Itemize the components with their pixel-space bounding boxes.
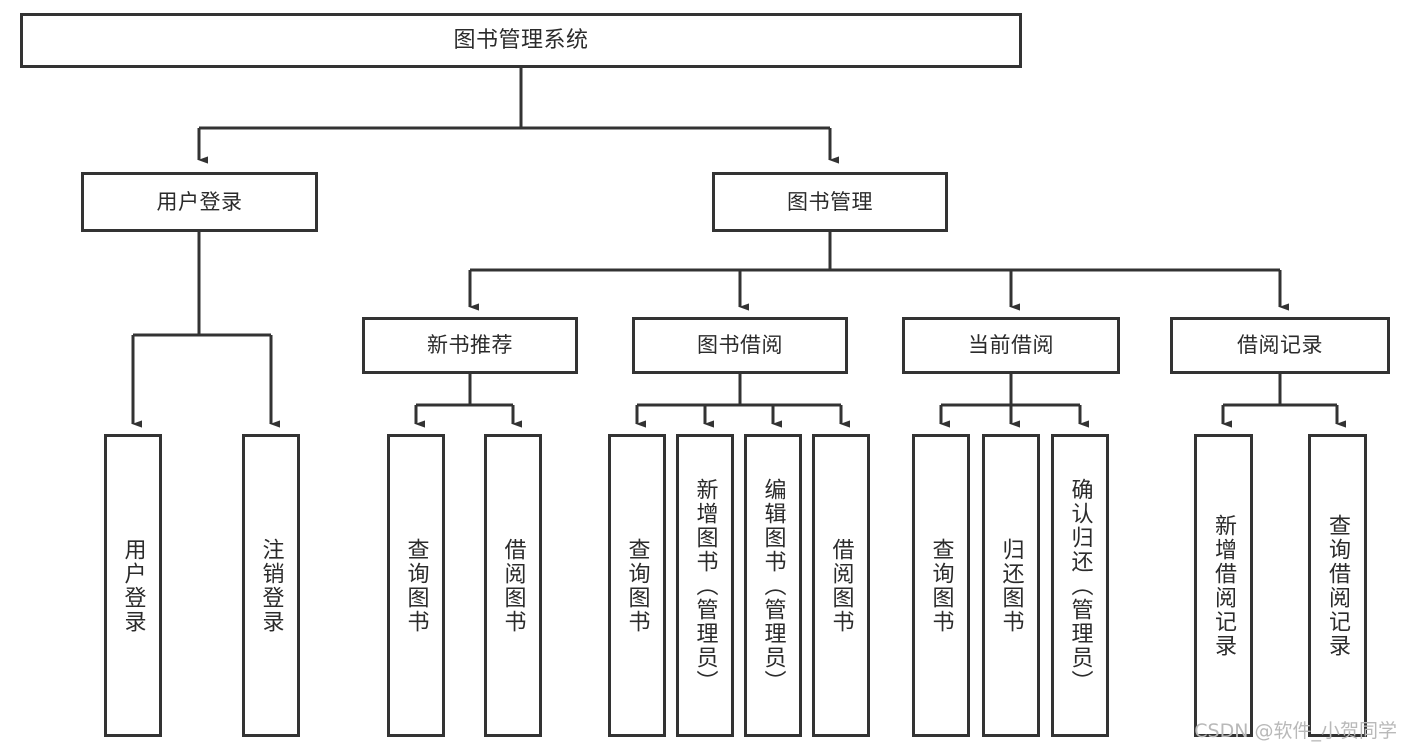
node-root-system[interactable]: 图书管理系统 xyxy=(20,13,1022,68)
node-label: 图书借阅 xyxy=(697,333,783,358)
node-label: 归还图书 xyxy=(998,537,1024,634)
leaf-record-query-record[interactable]: 查询借阅记录 xyxy=(1308,434,1367,737)
leaf-new-book-borrow[interactable]: 借阅图书 xyxy=(484,434,542,737)
node-label: 新增图书（管理员） xyxy=(692,477,718,694)
node-borrow-record[interactable]: 借阅记录 xyxy=(1170,317,1390,374)
node-label: 图书管理 xyxy=(787,189,873,214)
node-label: 用户登录 xyxy=(156,189,243,214)
node-label: 新增借阅记录 xyxy=(1211,513,1237,658)
node-label: 当前借阅 xyxy=(968,333,1054,358)
node-label: 编辑图书（管理员） xyxy=(760,477,786,694)
node-label: 注销登录 xyxy=(258,537,284,634)
leaf-borrow-borrow-book[interactable]: 借阅图书 xyxy=(812,434,870,737)
leaf-current-confirm-return-admin[interactable]: 确认归还（管理员） xyxy=(1051,434,1109,737)
csdn-watermark: CSDN @软件_小贺同学 xyxy=(1194,720,1397,742)
node-label: 查询借阅记录 xyxy=(1325,513,1351,658)
node-label: 确认归还（管理员） xyxy=(1067,477,1093,694)
node-new-book-recommend[interactable]: 新书推荐 xyxy=(362,317,578,374)
node-current-borrow[interactable]: 当前借阅 xyxy=(902,317,1120,374)
node-user-login[interactable]: 用户登录 xyxy=(81,172,318,232)
node-label: 借阅图书 xyxy=(828,537,854,634)
leaf-user-login-login[interactable]: 用户登录 xyxy=(104,434,162,737)
node-label: 查询图书 xyxy=(403,537,429,634)
leaf-record-add-record[interactable]: 新增借阅记录 xyxy=(1194,434,1253,737)
leaf-new-book-query[interactable]: 查询图书 xyxy=(387,434,445,737)
node-label: 借阅记录 xyxy=(1237,333,1323,358)
node-book-borrow[interactable]: 图书借阅 xyxy=(632,317,848,374)
node-label: 图书管理系统 xyxy=(453,27,589,53)
node-label: 用户登录 xyxy=(120,537,146,634)
node-label: 查询图书 xyxy=(928,537,954,634)
node-label: 借阅图书 xyxy=(500,537,526,634)
leaf-current-query-book[interactable]: 查询图书 xyxy=(912,434,970,737)
leaf-borrow-edit-book-admin[interactable]: 编辑图书（管理员） xyxy=(744,434,802,737)
node-label: 新书推荐 xyxy=(427,333,513,358)
node-book-management[interactable]: 图书管理 xyxy=(712,172,948,232)
node-label: 查询图书 xyxy=(624,537,650,634)
leaf-borrow-query-book[interactable]: 查询图书 xyxy=(608,434,666,737)
leaf-current-return-book[interactable]: 归还图书 xyxy=(982,434,1040,737)
leaf-user-login-logout[interactable]: 注销登录 xyxy=(242,434,300,737)
leaf-borrow-add-book-admin[interactable]: 新增图书（管理员） xyxy=(676,434,734,737)
